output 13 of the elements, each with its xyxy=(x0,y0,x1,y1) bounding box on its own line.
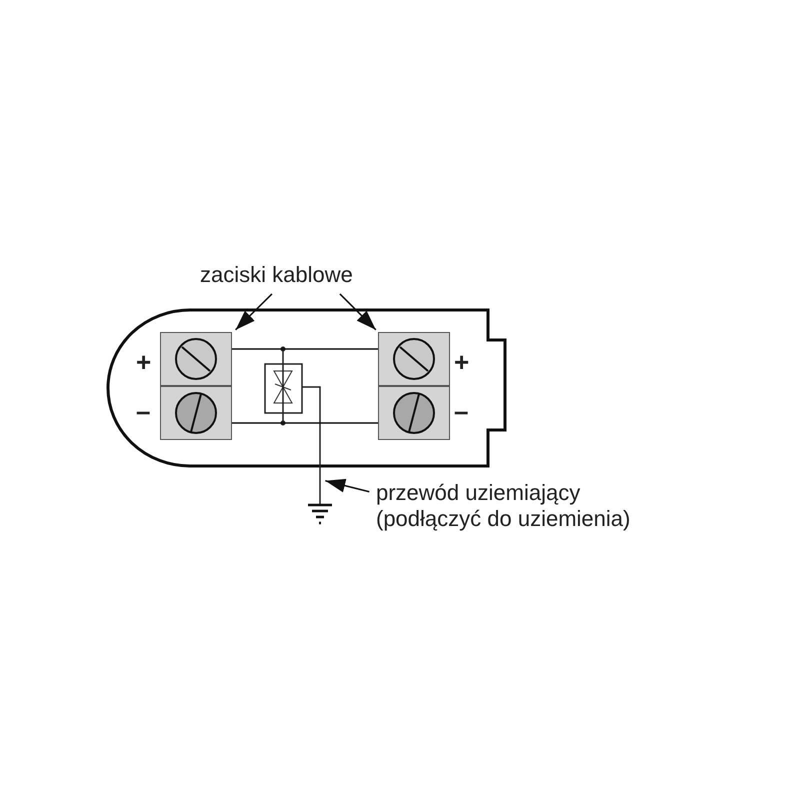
wire xyxy=(232,422,378,424)
polarity-sign: + xyxy=(136,349,152,375)
leader-line xyxy=(235,293,272,330)
terminal-block xyxy=(160,332,232,440)
terminal-block xyxy=(378,332,450,440)
polarity-sign: – xyxy=(454,398,468,424)
callout-text: przewód uziemiający (podłączyć do uziemienia) xyxy=(376,480,632,532)
polarity-sign: + xyxy=(454,349,470,375)
polarity-sign: – xyxy=(136,398,150,424)
leader-line xyxy=(339,293,376,330)
leader-line xyxy=(325,478,370,492)
callout-text: zaciski kablowe xyxy=(200,262,354,288)
wire xyxy=(232,348,378,350)
